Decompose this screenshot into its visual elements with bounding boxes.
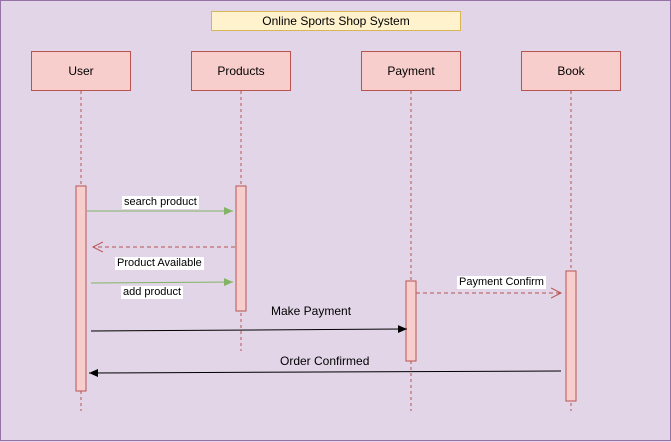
activation-products (235, 185, 247, 312)
participant-products[interactable]: Products (191, 51, 291, 91)
diagram-title: Online Sports Shop System (211, 11, 461, 31)
arrow-add-product (90, 278, 234, 287)
label-order-confirmed: Order Confirmed (280, 354, 370, 368)
participant-user[interactable]: User (31, 51, 131, 91)
arrow-make-payment (90, 325, 408, 334)
label-product-available: Product Available (115, 257, 204, 270)
activation-payment (405, 280, 417, 362)
label-payment-confirm: Payment Confirm (457, 276, 546, 289)
label-search-product: search product (122, 196, 199, 209)
activation-book (565, 270, 577, 402)
label-make-payment: Make Payment (271, 304, 352, 318)
arrow-order-confirmed (88, 368, 562, 377)
activation-user (75, 185, 87, 392)
participant-payment[interactable]: Payment (361, 51, 461, 91)
label-add-product: add product (121, 286, 184, 299)
participant-book[interactable]: Book (521, 51, 621, 91)
